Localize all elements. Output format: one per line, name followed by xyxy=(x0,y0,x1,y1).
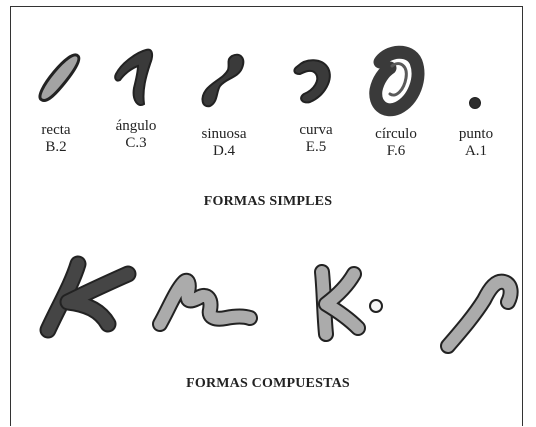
sinuosa-shape xyxy=(196,46,256,116)
compound-shape-3 xyxy=(306,254,396,354)
angulo-shape xyxy=(108,44,168,114)
label-punto-name: punto xyxy=(436,126,516,143)
label-angulo-name: ángulo xyxy=(96,118,176,135)
compound-shape-4 xyxy=(430,262,520,362)
compound-shape-1 xyxy=(28,250,138,350)
label-circulo: círculo F.6 xyxy=(356,126,436,160)
label-curva: curva E.5 xyxy=(276,122,356,156)
label-recta-name: recta xyxy=(16,122,96,139)
curva-shape xyxy=(288,52,348,114)
recta-shape xyxy=(30,48,90,108)
label-sinuosa: sinuosa D.4 xyxy=(184,126,264,160)
label-circulo-name: círculo xyxy=(356,126,436,143)
compound-forms-title: FORMAS COMPUESTAS xyxy=(0,376,536,392)
label-angulo-code: C.3 xyxy=(96,135,176,152)
label-sinuosa-name: sinuosa xyxy=(184,126,264,143)
label-circulo-code: F.6 xyxy=(356,143,436,160)
punto-shape xyxy=(466,94,484,112)
label-curva-name: curva xyxy=(276,122,356,139)
label-recta: recta B.2 xyxy=(16,122,96,156)
compound-shape-2 xyxy=(150,262,260,342)
label-punto: punto A.1 xyxy=(436,126,516,160)
circulo-shape xyxy=(366,44,430,120)
label-angulo: ángulo C.3 xyxy=(96,118,176,152)
label-curva-code: E.5 xyxy=(276,139,356,156)
label-recta-code: B.2 xyxy=(16,139,96,156)
label-punto-code: A.1 xyxy=(436,143,516,160)
simple-forms-title: FORMAS SIMPLES xyxy=(0,194,536,210)
label-sinuosa-code: D.4 xyxy=(184,143,264,160)
